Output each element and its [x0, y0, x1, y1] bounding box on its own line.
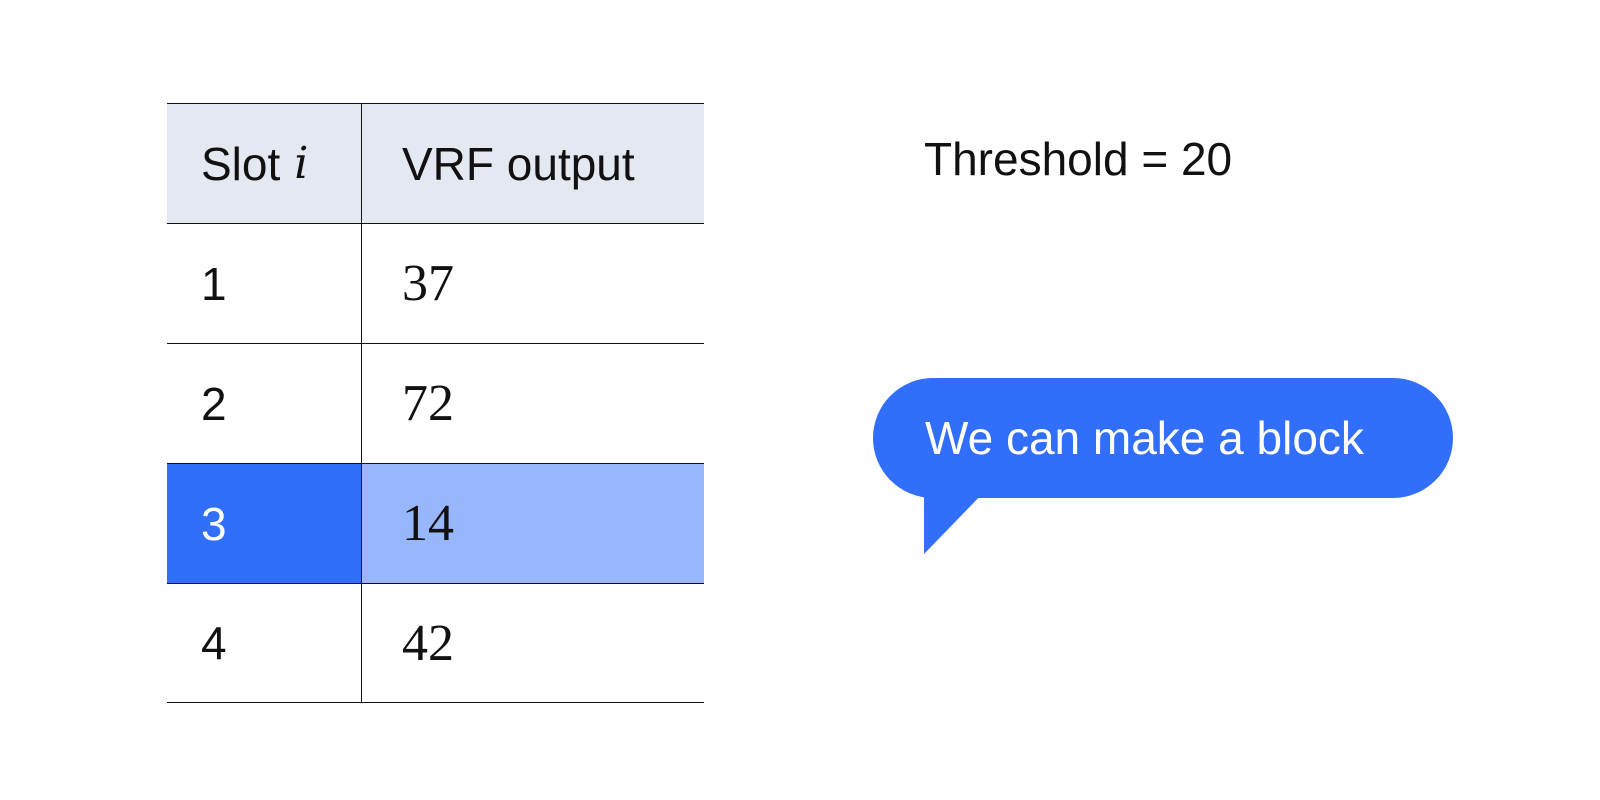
vrf-value-cell: 37	[362, 224, 704, 343]
vrf-slot-table: Slot i VRF output 1 37 2 72	[167, 103, 704, 703]
threshold-label: Threshold = 20	[924, 133, 1233, 185]
vrf-value-cell-highlighted: 14	[362, 464, 704, 583]
slot-number: 2	[201, 377, 227, 430]
vrf-value: 72	[402, 375, 454, 432]
table-header-row: Slot i VRF output	[167, 103, 704, 223]
vrf-value-cell: 72	[362, 344, 704, 463]
table-row: 2 72	[167, 343, 704, 463]
header-slot-label: Slot	[201, 137, 281, 190]
speech-bubble-tail	[924, 490, 986, 554]
speech-bubble-text: We can make a block	[925, 412, 1364, 464]
header-cell-slot: Slot i	[167, 104, 362, 223]
slot-cell: 2	[167, 344, 362, 463]
header-cell-vrf-output: VRF output	[362, 104, 704, 223]
vrf-value: 42	[402, 614, 454, 672]
vrf-value-cell: 42	[362, 584, 704, 702]
speech-bubble: We can make a block	[873, 378, 1453, 498]
speech-bubble-tail-shape	[924, 490, 986, 554]
vrf-value: 14	[402, 495, 454, 552]
table-row-highlighted: 3 14	[167, 463, 704, 583]
slot-cell: 4	[167, 584, 362, 702]
slot-number: 3	[201, 497, 227, 550]
table-row: 4 42	[167, 583, 704, 703]
table-row: 1 37	[167, 223, 704, 343]
slot-number: 1	[201, 257, 227, 310]
header-vrf-output-label: VRF output	[402, 137, 635, 190]
header-slot-variable: i	[294, 138, 309, 189]
vrf-value: 37	[402, 255, 454, 312]
slot-cell-highlighted: 3	[167, 464, 362, 583]
slot-cell: 1	[167, 224, 362, 343]
slot-number: 4	[201, 617, 227, 669]
